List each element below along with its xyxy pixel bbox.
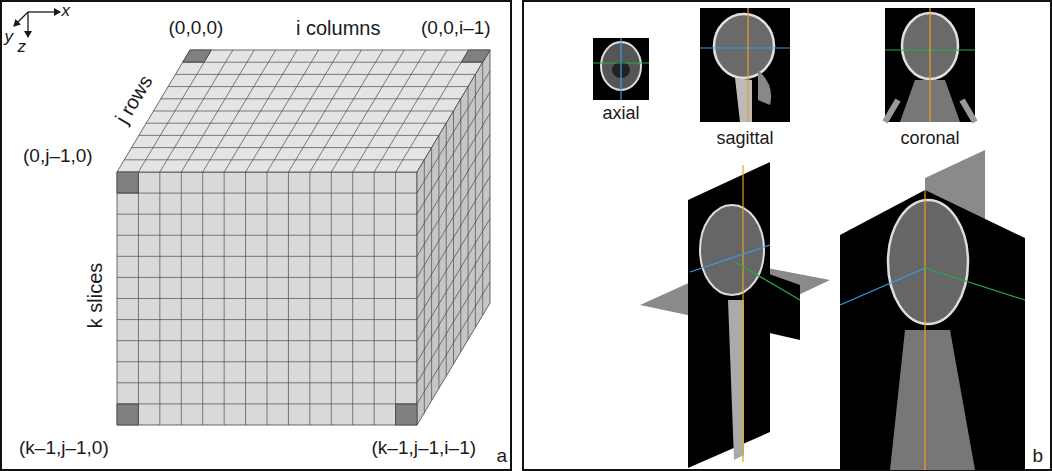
voxel-grid-line [446,123,447,376]
voxel-grid-line [117,319,417,320]
voxel-grid-line [117,340,417,341]
voxel-grid-line [183,62,483,63]
corner-voxel [117,404,138,425]
voxel-grid-line [431,148,432,401]
cube-side-face [417,50,490,425]
corner-voxel [396,404,417,425]
voxel-grid-line [117,193,417,194]
panel-frame [1,1,511,470]
voxel-grid-line [117,361,417,362]
axis-glyph [14,12,60,37]
orthogonal-planes-3d [640,162,830,468]
voxel-grid-line [154,111,454,112]
sagittal-slice [700,8,790,122]
orthogonal-planes-3d [840,150,1025,470]
voxel-grid-line [168,86,468,87]
coordinate-label: (0,0,i–1) [421,17,491,39]
voxel-grid-line [117,403,417,404]
axis-label: y [5,27,14,47]
voxel-grid-line [132,147,432,148]
axis-label: z [18,37,27,57]
view-label: axial [603,103,640,124]
voxel-grid-line [146,123,446,124]
voxel-grid-line [117,298,417,299]
voxel-grid-line [161,98,461,99]
axial-slice [593,38,649,100]
voxel-cube [117,50,490,425]
voxel-grid-line [424,160,425,413]
panel-letter: b [1033,445,1044,467]
voxel-grid-line [139,135,439,136]
voxel-grid-line [117,235,417,236]
voxel-grid-line [475,74,476,327]
voxel-grid-line [438,135,439,388]
coordinate-label: (0,0,0) [169,17,224,39]
coordinate-label: (k–1,j–1,i–1) [372,437,477,459]
voxel-grid-line [124,159,424,160]
voxel-grid-line [482,62,483,315]
panel-frame [523,1,1051,470]
view-label: coronal [901,128,960,149]
voxel-grid-line [117,214,417,215]
coordinate-label: (k–1,j–1,0) [19,437,109,459]
corner-voxel [461,50,490,62]
corner-voxel [117,172,138,193]
voxel-grid-line [117,256,417,257]
corner-voxel [183,50,212,62]
voxel-grid-line [175,74,475,75]
dimension-label: i columns [296,17,380,40]
voxel-grid-line [453,111,454,364]
voxel-grid-line [460,99,461,352]
view-label: sagittal [717,128,774,149]
axis-label: x [62,1,71,21]
dimension-label: k slices [84,262,107,328]
voxel-grid-line [468,87,469,340]
coordinate-label: (0,j–1,0) [23,145,93,167]
voxel-grid-line [117,277,417,278]
coronal-slice [885,8,975,122]
cube-front-face [117,172,417,425]
panel-letter: a [497,445,508,467]
voxel-grid-line [117,382,417,383]
